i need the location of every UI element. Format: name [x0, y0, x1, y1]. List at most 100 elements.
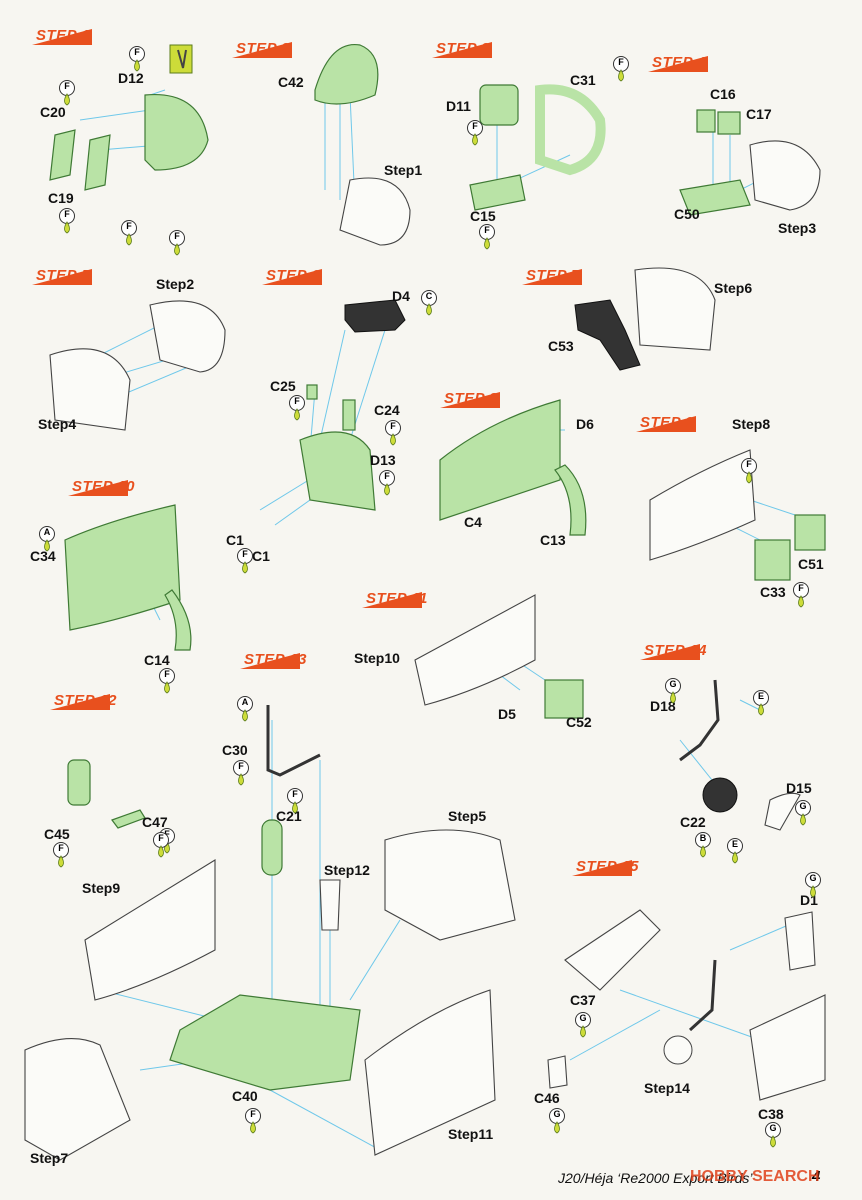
sprue-marker: F [466, 120, 484, 146]
sprue-letter: C [425, 291, 433, 301]
sprue-marker: F [286, 788, 304, 814]
part-label: C17 [746, 106, 772, 122]
sprue-marker: F [244, 1108, 262, 1134]
part-label: C50 [674, 206, 700, 222]
sprue-letter: F [484, 225, 490, 235]
step-title: STEP 10 [72, 478, 135, 495]
step-banner: STEP 6 [262, 265, 348, 293]
step-banner: STEP 13 [240, 649, 326, 677]
watermark: HOBBY SEARCH [690, 1168, 820, 1185]
part-label: C53 [548, 338, 574, 354]
part-label: D4 [392, 288, 410, 304]
sprue-marker: E [752, 690, 770, 716]
sprue-marker: F [58, 208, 76, 234]
sprue-letter: F [384, 471, 390, 481]
sprue-letter: F [126, 221, 132, 231]
step-reference: Step8 [732, 416, 771, 432]
step-title: STEP 2 [236, 40, 291, 57]
sprue-marker: A [236, 696, 254, 722]
step-banner: STEP 8 [440, 388, 526, 416]
sprue-letter: F [746, 459, 752, 469]
sprue-letter: F [242, 549, 248, 559]
sprue-marker: F [792, 582, 810, 608]
part-label: C1 [226, 532, 244, 548]
step-title: STEP 11 [366, 590, 428, 607]
part-label: D13 [370, 452, 396, 468]
sprue-marker: G [664, 678, 682, 704]
step-reference: Step12 [324, 862, 370, 878]
sprue-marker: G [804, 872, 822, 898]
sprue-letter: G [553, 1109, 561, 1119]
part-label: C45 [44, 826, 70, 842]
sprue-marker: F [612, 56, 630, 82]
sprue-marker: F [288, 395, 306, 421]
footer-title: J20/Héja ‘Re2000 Export Birds’ [558, 1170, 753, 1186]
sprue-letter: G [769, 1123, 777, 1133]
sprue-letter: E [731, 839, 738, 849]
step-reference: Step6 [714, 280, 753, 296]
step-title: STEP 5 [36, 267, 91, 284]
sprue-letter: F [174, 231, 180, 241]
part-label: C16 [710, 86, 736, 102]
step-title: STEP 13 [244, 651, 307, 668]
part-label: D6 [576, 416, 594, 432]
sprue-letter: F [390, 421, 396, 431]
step-title: STEP 6 [266, 267, 321, 284]
step-banner: STEP 7 [522, 265, 608, 293]
sprue-marker: F [232, 760, 250, 786]
sprue-letter: A [241, 697, 249, 707]
sprue-letter: F [798, 583, 804, 593]
step-banner: STEP 1 [32, 25, 118, 53]
step-title: STEP 7 [526, 267, 581, 284]
part-label: C20 [40, 104, 66, 120]
sprue-marker: F [52, 842, 70, 868]
part-label: C51 [798, 556, 824, 572]
sprue-marker: G [794, 800, 812, 826]
step-banner: STEP 11 [362, 588, 448, 616]
part-label: C52 [566, 714, 592, 730]
step-reference: Step3 [778, 220, 817, 236]
step-banner: STEP 3 [432, 38, 518, 66]
part-label: C40 [232, 1088, 258, 1104]
part-label: D11 [446, 98, 471, 114]
sprue-marker: F [158, 668, 176, 694]
sprue-letter: F [134, 47, 140, 57]
part-label: C42 [278, 74, 304, 90]
step-banner: STEP 10 [68, 476, 154, 504]
sprue-letter: F [472, 121, 478, 131]
step-title: STEP 8 [444, 390, 499, 407]
sprue-marker: F [120, 220, 138, 246]
sprue-marker: F [168, 230, 186, 256]
sprue-marker: F [58, 80, 76, 106]
part-label: D12 [118, 70, 144, 86]
step-reference: Step10 [354, 650, 400, 666]
step-banner: STEP 12 [50, 690, 136, 718]
sprue-marker: F [384, 420, 402, 446]
part-label: C1 [252, 548, 270, 564]
part-label: C22 [680, 814, 706, 830]
sprue-letter: F [618, 57, 624, 67]
part-label: C24 [374, 402, 400, 418]
step-reference: Step2 [156, 276, 195, 292]
part-label: C14 [144, 652, 170, 668]
sprue-letter: F [250, 1109, 256, 1119]
sprue-letter: G [669, 679, 677, 689]
step-title: STEP 9 [640, 414, 695, 431]
step-title: STEP 1 [36, 27, 91, 44]
part-label: D5 [498, 706, 516, 722]
sprue-letter: F [58, 843, 64, 853]
step-reference: Step4 [38, 416, 77, 432]
part-label: C34 [30, 548, 56, 564]
step-banner: STEP 15 [572, 856, 658, 884]
sprue-marker: G [548, 1108, 566, 1134]
sprue-letter: F [238, 761, 244, 771]
step-title: STEP 15 [576, 858, 639, 875]
step-banner: STEP 14 [640, 640, 726, 668]
step-reference: Step1 [384, 162, 423, 178]
sprue-marker: A [38, 526, 56, 552]
part-label: C31 [570, 72, 596, 88]
sprue-letter: F [64, 81, 70, 91]
step-banner: STEP 2 [232, 38, 318, 66]
sprue-marker: C [420, 290, 438, 316]
part-label: C46 [534, 1090, 560, 1106]
